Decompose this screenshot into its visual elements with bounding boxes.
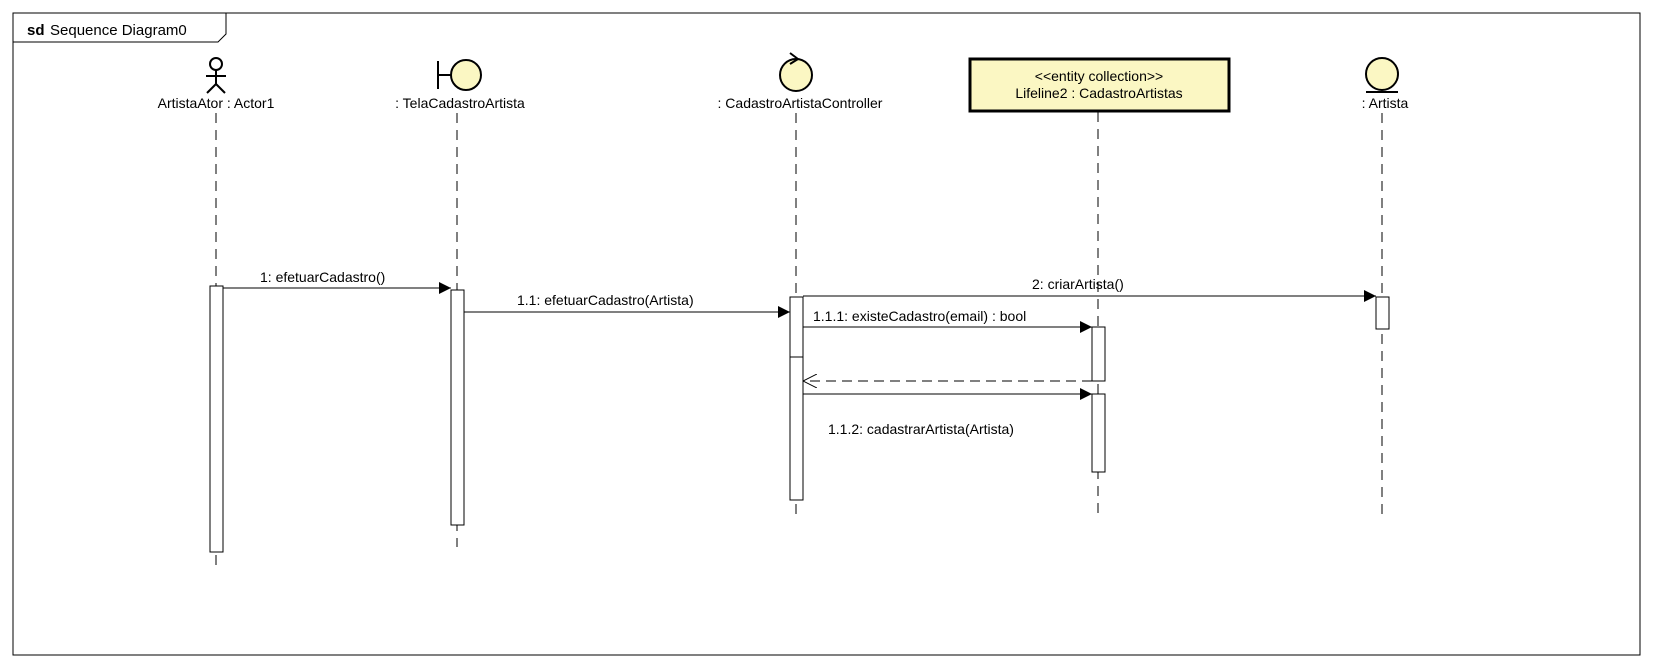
message-label-1: 1: efetuarCadastro() — [260, 269, 385, 285]
actor-icon — [206, 57, 226, 94]
control-icon — [779, 52, 813, 92]
participant-box-collection — [968, 57, 1231, 113]
message-label-3: 2: criarArtista() — [1032, 276, 1124, 292]
message-label-4: 1.1.1: existeCadastro(email) : bool — [813, 308, 1026, 324]
activation-collection-1 — [1091, 326, 1106, 382]
activation-actor — [209, 285, 224, 553]
activation-collection-2 — [1091, 393, 1106, 473]
activation-boundary — [450, 289, 465, 526]
participant-label-collection: Lifeline2 : CadastroArtistas — [1015, 85, 1182, 101]
participant-label-control: : CadastroArtistaController — [718, 95, 883, 111]
message-label-2: 1.1: efetuarCadastro(Artista) — [517, 292, 694, 308]
message-label-6: 1.1.2: cadastrarArtista(Artista) — [828, 421, 1014, 437]
frame-title: Sequence Diagram0 — [50, 22, 187, 39]
activation-control — [789, 296, 804, 501]
boundary-icon — [437, 59, 482, 91]
frame-title-tab — [13, 13, 227, 43]
participant-label-boundary: : TelaCadastroArtista — [395, 95, 525, 111]
diagram-frame — [12, 12, 1641, 656]
participant-label-actor: ArtistaAtor : Actor1 — [158, 95, 275, 111]
activation-entity — [1375, 296, 1390, 330]
frame-keyword: sd — [27, 22, 45, 39]
entity-icon — [1365, 57, 1399, 93]
participant-stereotype-collection: <<entity collection>> — [1035, 68, 1163, 84]
participant-label-entity: : Artista — [1362, 95, 1409, 111]
